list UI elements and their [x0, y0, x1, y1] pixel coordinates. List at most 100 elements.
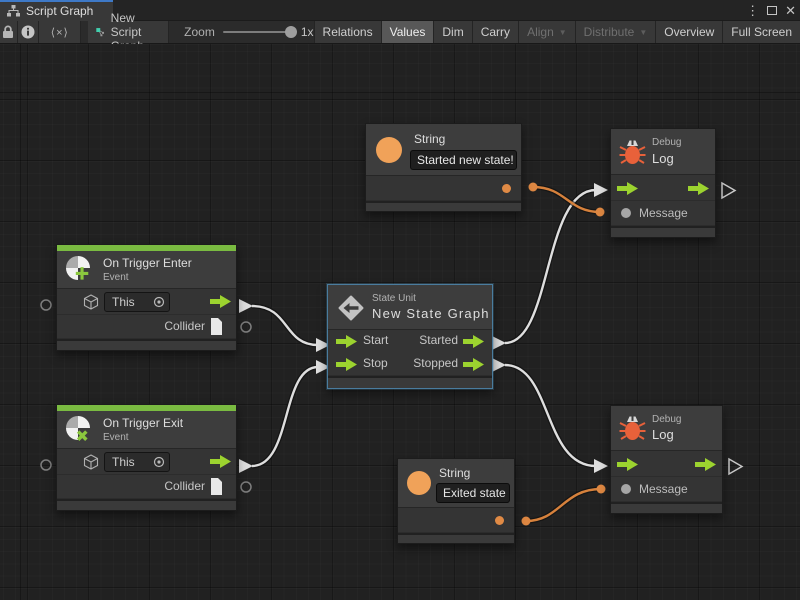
node-footer [398, 533, 514, 543]
node-string-top[interactable]: String Started new state! [365, 123, 522, 212]
dim-button[interactable]: Dim [433, 21, 472, 43]
port-label: Collider [164, 319, 205, 333]
collider-doc-icon[interactable] [210, 318, 223, 335]
on-trigger-enter-icon [66, 256, 90, 280]
carry-button[interactable]: Carry [471, 21, 519, 43]
node-category: Debug [652, 414, 682, 425]
flow-in-port[interactable] [617, 182, 638, 195]
port-label: Message [639, 206, 688, 220]
target-object-value: This [112, 295, 135, 309]
gameobject-cube-icon [83, 454, 99, 470]
zoom-control: Zoom 1x [184, 21, 313, 43]
node-title: Log [652, 427, 674, 442]
values-button[interactable]: Values [380, 21, 434, 43]
flow-out-port[interactable] [688, 182, 709, 195]
flow-out-port[interactable] [210, 295, 231, 308]
lock-button[interactable] [0, 21, 18, 43]
port-label: Stopped [413, 356, 458, 370]
node-debug-log-bottom[interactable]: Debug Log Message [610, 405, 723, 514]
chevron-down-icon: ▼ [558, 27, 567, 37]
node-title: String [439, 466, 471, 480]
node-debug-log-top[interactable]: Debug Log Message [610, 128, 716, 238]
target-object-field[interactable]: This [104, 292, 170, 312]
graph-toolbar: ⟨×⟩ New Script Graph Zoom 1x Relations V… [0, 11, 800, 53]
node-title: String [414, 132, 446, 146]
align-button[interactable]: Align▼ [518, 21, 575, 43]
string-value-icon [407, 471, 431, 495]
flow-in-port[interactable] [617, 458, 638, 471]
port-label: Collider [164, 479, 205, 493]
distribute-button[interactable]: Distribute▼ [574, 21, 656, 43]
unconnected-flow-out-debug-top[interactable] [721, 181, 737, 200]
string-output-port[interactable] [495, 516, 504, 525]
stop-in-port[interactable] [336, 358, 357, 371]
unconnected-port-trigger-exit-in[interactable] [40, 459, 52, 471]
node-title: New State Graph [372, 306, 490, 321]
event-stripe [57, 245, 236, 251]
graph-canvas[interactable]: String Started new state! Debug Log [0, 44, 800, 600]
message-input-port[interactable] [621, 208, 631, 218]
wire-trigger-exit-to-stop[interactable] [239, 360, 330, 473]
target-object-value: This [112, 455, 135, 469]
string-value-input[interactable]: Exited state [436, 483, 510, 503]
overview-button[interactable]: Overview [655, 21, 723, 43]
started-out-port[interactable] [463, 335, 484, 348]
port-label: Message [639, 482, 688, 496]
zoom-slider-handle[interactable] [284, 26, 297, 38]
object-picker-icon[interactable] [153, 296, 165, 308]
overflow-menu-icon[interactable]: ⋮ [746, 3, 760, 18]
unconnected-port-collider-exit[interactable] [240, 481, 252, 493]
zoom-slider[interactable] [222, 26, 297, 38]
message-input-port[interactable] [621, 484, 631, 494]
tab-script-graph[interactable]: Script Graph [0, 0, 113, 21]
node-string-bottom[interactable]: String Exited state [397, 458, 515, 544]
node-footer [328, 376, 492, 388]
start-in-port[interactable] [336, 335, 357, 348]
stopped-out-port[interactable] [463, 358, 484, 371]
node-subtitle: Event [103, 432, 129, 443]
collider-doc-icon[interactable] [210, 478, 223, 495]
state-unit-icon [338, 295, 364, 321]
code-preview-button[interactable]: ⟨×⟩ [39, 21, 82, 43]
graph-asset-icon [96, 28, 105, 37]
node-footer [57, 499, 236, 510]
node-on-trigger-enter[interactable]: On Trigger Enter Event This Collider [56, 244, 237, 351]
node-category: Debug [652, 137, 682, 148]
node-footer [611, 502, 722, 513]
unconnected-port-collider-enter[interactable] [240, 321, 252, 333]
fullscreen-button[interactable]: Full Screen [722, 21, 800, 43]
toolbar-gap [81, 21, 88, 43]
node-footer [57, 339, 236, 350]
object-picker-icon[interactable] [153, 456, 165, 468]
graph-breadcrumb[interactable]: New Script Graph [88, 11, 170, 53]
info-icon [21, 25, 35, 39]
flow-out-port[interactable] [695, 458, 716, 471]
node-on-trigger-exit[interactable]: On Trigger Exit Event This Collider [56, 404, 237, 511]
port-label: Start [363, 333, 389, 347]
node-subtitle: Event [103, 272, 129, 283]
string-value-input[interactable]: Started new state! [410, 150, 517, 170]
relations-button[interactable]: Relations [313, 21, 381, 43]
code-icon: ⟨×⟩ [50, 26, 69, 39]
node-footer [611, 226, 715, 237]
unconnected-flow-out-debug-bottom[interactable] [728, 457, 744, 476]
on-trigger-exit-icon [66, 416, 90, 442]
node-state-unit[interactable]: State Unit New State Graph Start Started… [327, 284, 493, 389]
zoom-label: Zoom [184, 25, 215, 39]
wire-stopped-to-debug-bottom[interactable] [492, 358, 608, 473]
node-category: State Unit [372, 293, 416, 304]
wire-string-top-to-message[interactable] [528, 182, 605, 217]
node-title: On Trigger Enter [103, 256, 192, 270]
window-titlebar: Script Graph ⋮ ✕ [0, 0, 800, 21]
lock-icon [3, 25, 14, 38]
maximize-icon[interactable] [767, 6, 778, 15]
node-title: On Trigger Exit [103, 416, 184, 430]
string-output-port[interactable] [502, 184, 511, 193]
unconnected-port-trigger-enter-in[interactable] [40, 299, 52, 311]
wire-string-bottom-to-message[interactable] [521, 484, 606, 526]
info-button[interactable] [17, 21, 40, 43]
close-icon[interactable]: ✕ [785, 3, 796, 18]
target-object-field[interactable]: This [104, 452, 170, 472]
flow-out-port[interactable] [210, 455, 231, 468]
wire-trigger-enter-to-start[interactable] [239, 299, 330, 352]
